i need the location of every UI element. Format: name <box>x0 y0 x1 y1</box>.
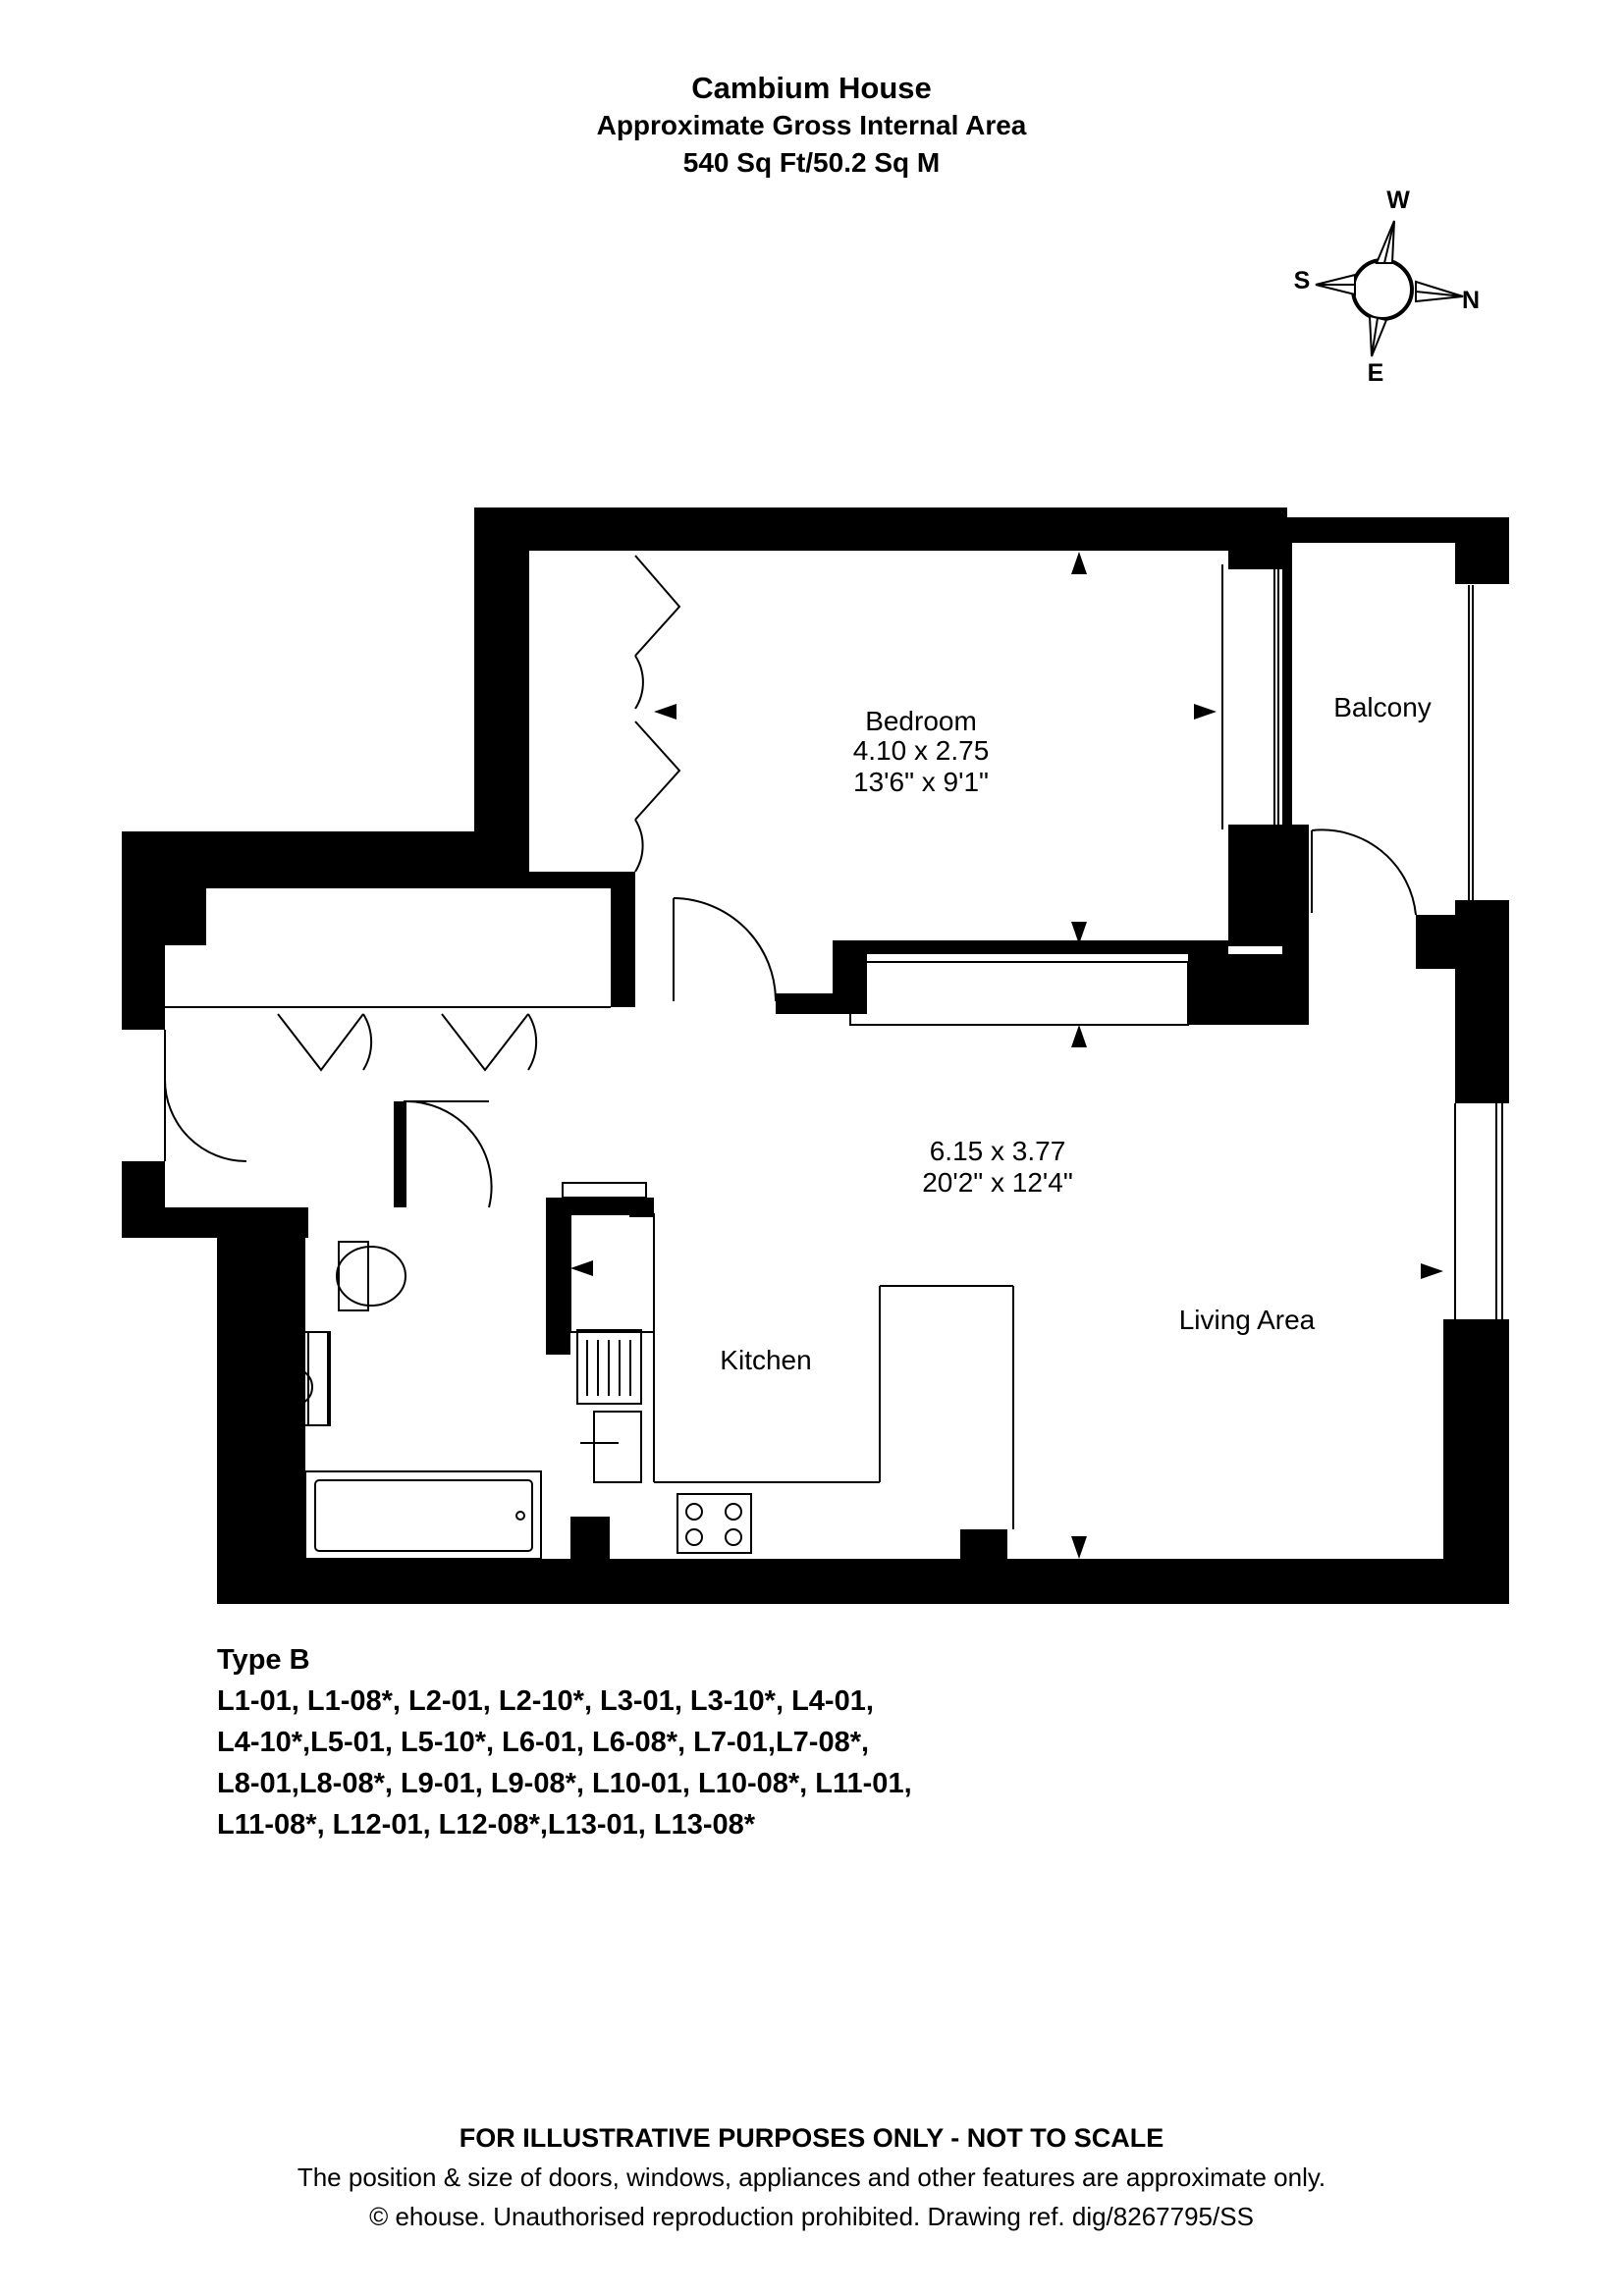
compass-n: N <box>1462 287 1480 314</box>
floor-plan: W S N E <box>122 187 1509 1604</box>
unit-line: L4-10*,L5-01, L5-10*, L6-01, L6-08*, L7-… <box>217 1727 870 1758</box>
copyright: © ehouse. Unauthorised reproduction proh… <box>369 2202 1254 2231</box>
unit-line: L1-01, L1-08*, L2-01, L2-10*, L3-01, L3-… <box>217 1685 874 1717</box>
unit-line: L11-08*, L12-01, L12-08*,L13-01, L13-08* <box>217 1809 756 1841</box>
area-value: 540 Sq Ft/50.2 Sq M <box>682 147 941 178</box>
living-metric: 6.15 x 3.77 <box>930 1136 1066 1166</box>
doors <box>164 555 1417 1208</box>
living-label: Living Area <box>1179 1305 1316 1335</box>
thin-lines <box>164 564 1503 1560</box>
unit-list: Type B L1-01, L1-08*, L2-01, L2-10*, L3-… <box>217 1639 912 1845</box>
unit-line: L8-01,L8-08*, L9-01, L9-08*, L10-01, L10… <box>217 1768 912 1799</box>
dimension-arrows <box>570 552 1443 1559</box>
balcony-label: Balcony <box>1333 692 1432 722</box>
building-title: Cambium House <box>691 71 932 105</box>
compass-w: W <box>1386 187 1410 214</box>
bedroom-label: Bedroom <box>865 706 977 736</box>
walls <box>122 507 1509 1604</box>
living-imperial: 20'2" x 12'4" <box>922 1167 1073 1198</box>
compass-s: S <box>1294 267 1311 294</box>
compass-e: E <box>1368 359 1384 387</box>
kitchen-label: Kitchen <box>720 1345 811 1375</box>
compass-icon <box>1315 220 1464 357</box>
bedroom-metric: 4.10 x 2.75 <box>853 735 990 766</box>
unit-type: Type B <box>217 1644 310 1676</box>
bedroom-imperial: 13'6" x 9'1" <box>853 767 989 797</box>
disclaimer: FOR ILLUSTRATIVE PURPOSES ONLY - NOT TO … <box>459 2123 1164 2153</box>
area-label: Approximate Gross Internal Area <box>596 110 1027 140</box>
approximation-note: The position & size of doors, windows, a… <box>297 2163 1326 2192</box>
